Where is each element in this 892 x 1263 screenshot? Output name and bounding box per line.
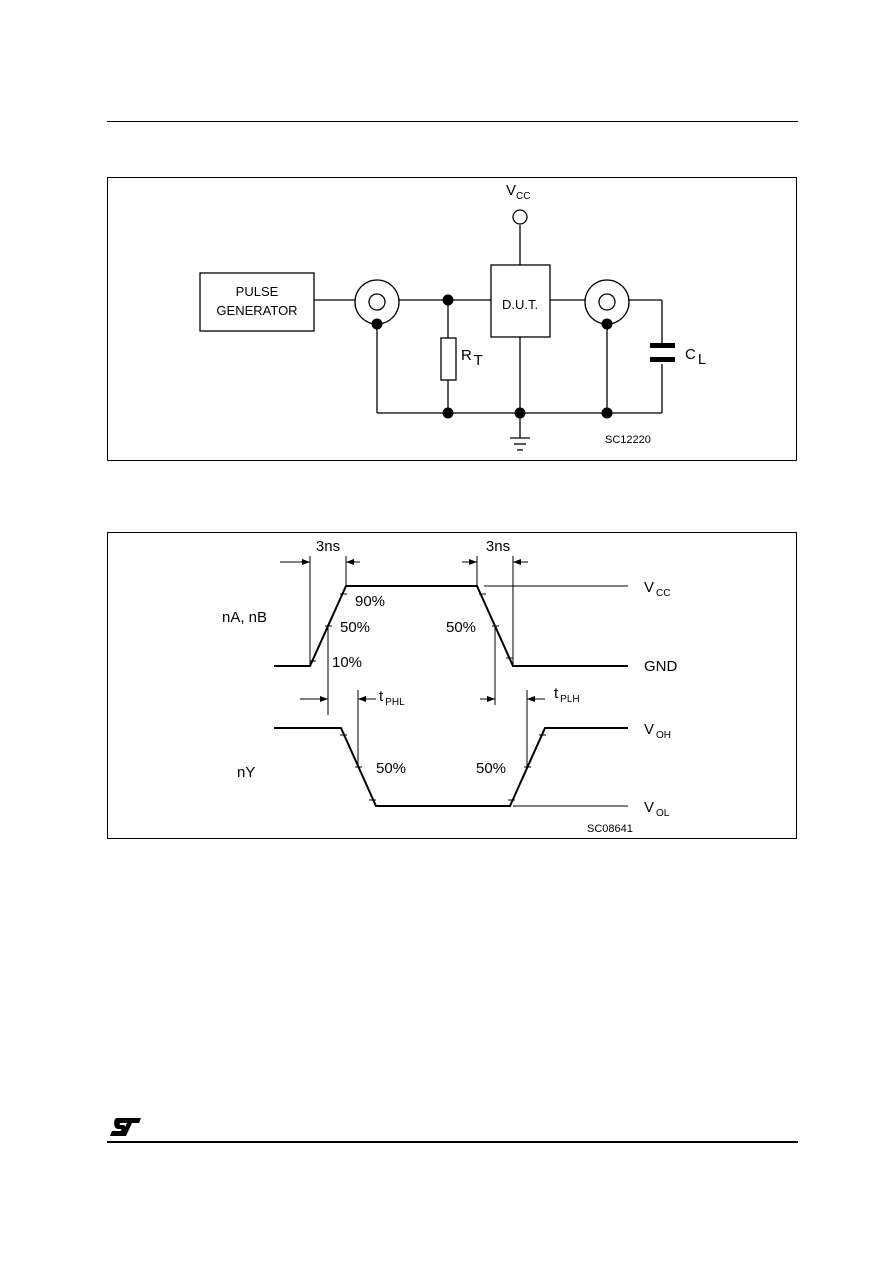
output-waveform — [274, 727, 628, 807]
input-signal-label: nA, nB — [222, 609, 267, 626]
pct-50-rise-label: 50% — [340, 619, 370, 636]
pct-50-out-fall-label: 50% — [376, 760, 406, 777]
fall-time-label: 3ns — [486, 538, 510, 555]
test-circuit-panel — [107, 177, 797, 461]
pulse-generator-label-2: GENERATOR — [216, 303, 297, 318]
pct-50-out-rise-label: 50% — [476, 760, 506, 777]
gnd-level-label: GND — [644, 658, 678, 675]
pct-50-fall-label: 50% — [446, 619, 476, 636]
header-rule — [107, 121, 798, 123]
ground-icon — [510, 437, 530, 451]
pct-10-label: 10% — [332, 654, 362, 671]
pulse-generator-label-1: PULSE — [236, 284, 279, 299]
rise-time-label: 3ns — [316, 538, 340, 555]
footer-rule — [107, 1141, 798, 1143]
vcc-terminal-icon — [512, 209, 528, 225]
pulse-generator-box — [199, 272, 315, 332]
vcc-label: VCC — [506, 182, 530, 202]
waveform-figure-code: SC08641 — [587, 823, 633, 835]
cl-capacitor-icon — [650, 343, 675, 362]
dut-label: D.U.T. — [502, 297, 538, 312]
pct-90-label: 90% — [355, 593, 385, 610]
waveform-panel — [107, 532, 797, 839]
st-logo-icon — [110, 1118, 141, 1136]
output-signal-label: nY — [237, 764, 255, 781]
input-waveform — [274, 585, 628, 667]
circuit-figure-code: SC12220 — [605, 434, 651, 446]
